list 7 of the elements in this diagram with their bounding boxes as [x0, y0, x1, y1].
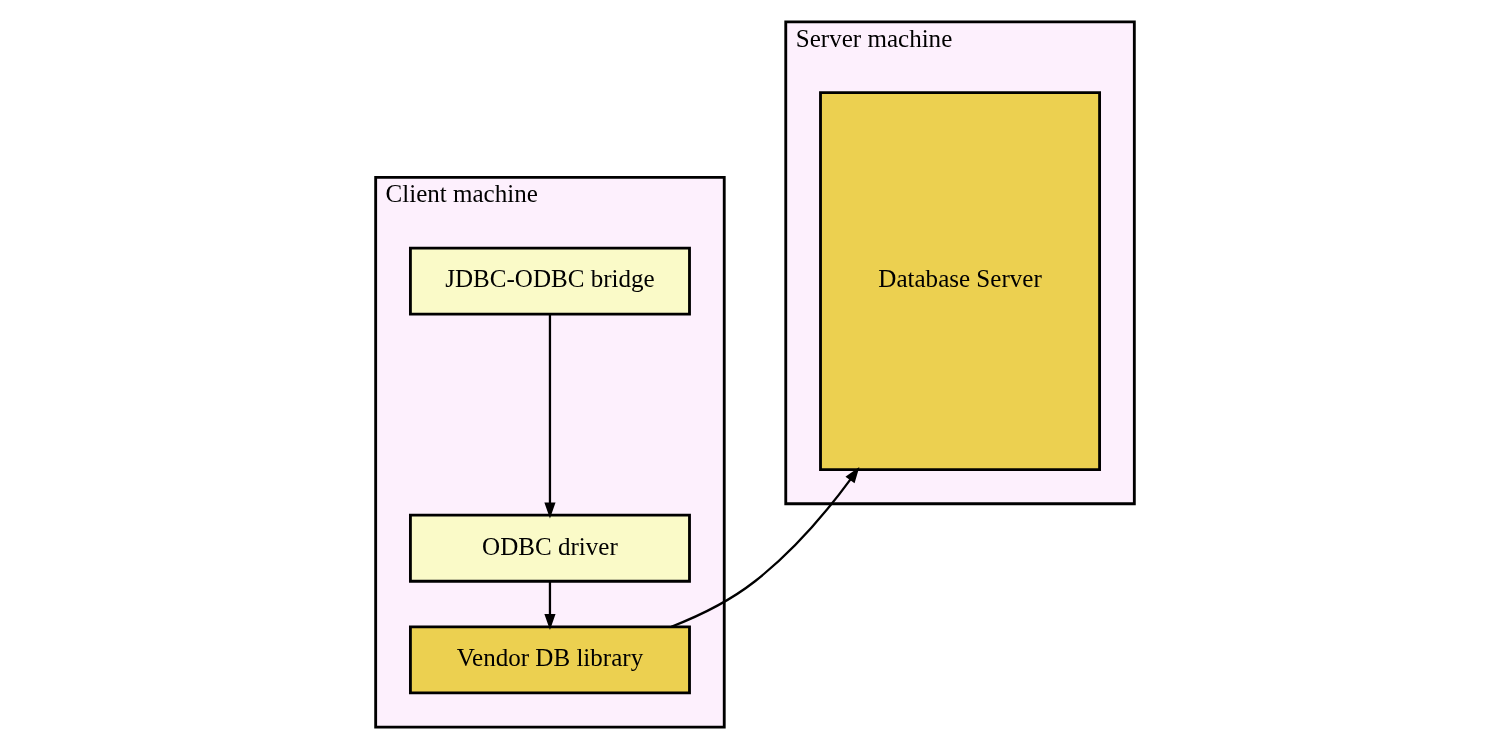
node-box: JDBC-ODBC bridge — [409, 246, 691, 316]
node-box: Database Server — [819, 91, 1101, 472]
arrow — [544, 581, 556, 630]
node-box: Vendor DB library — [409, 625, 691, 695]
arrow — [670, 466, 860, 628]
arrow — [544, 314, 556, 519]
node-box: ODBC driver — [409, 513, 691, 583]
